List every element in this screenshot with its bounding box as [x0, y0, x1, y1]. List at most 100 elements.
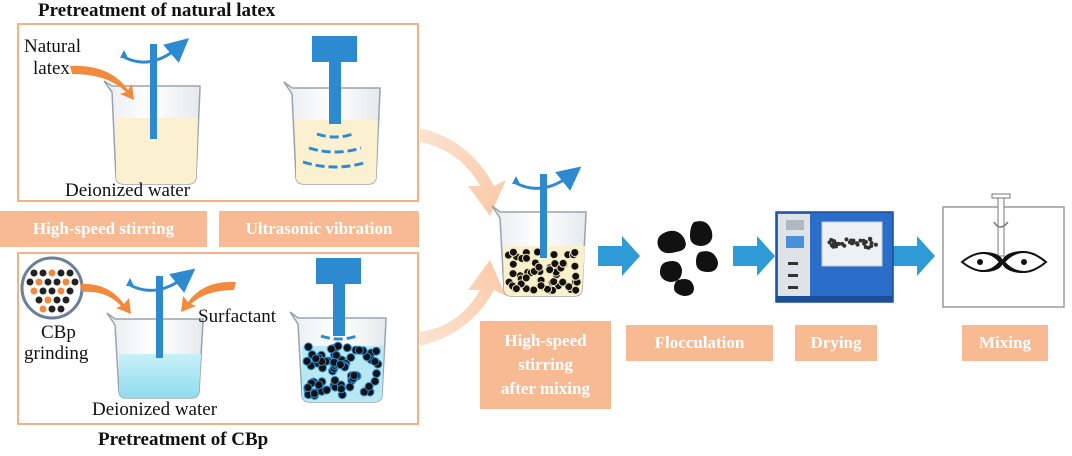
stir-rod [150, 44, 157, 139]
cbp-pretreatment-panel [17, 252, 419, 425]
particle [303, 342, 313, 352]
particle [34, 295, 44, 305]
particle [511, 284, 521, 294]
particle [47, 286, 57, 296]
pour-arrow-right-icon [181, 281, 236, 312]
beaker-mixing [491, 166, 587, 297]
merge-arrow-bottom-icon [420, 260, 506, 346]
particle [56, 268, 66, 278]
particle [335, 360, 345, 370]
particle [549, 250, 559, 260]
particle [571, 271, 581, 281]
particle [832, 240, 837, 245]
stir-rod [156, 276, 163, 358]
latex-pretreatment-panel [17, 23, 419, 202]
particle [303, 383, 313, 393]
rotation-arrow-icon [127, 268, 196, 293]
deionized-water-label-bottom: Deionized water [92, 399, 218, 420]
particle [29, 268, 39, 278]
particle [831, 244, 836, 249]
particle [558, 258, 568, 268]
natural-latex-label-line1: Natural [24, 36, 81, 57]
particle [47, 268, 57, 278]
beaker-ultrasonic [283, 36, 381, 185]
mix-step-line2: stirring [518, 355, 573, 374]
particle [52, 295, 62, 305]
particle [336, 384, 346, 394]
particle [43, 295, 53, 305]
mix-step-line3: after mixing [501, 379, 590, 398]
pour-arrow-left-icon [80, 283, 131, 314]
step-high-speed-stirring: High-speed stirring [0, 211, 207, 247]
particle [570, 261, 580, 271]
particle [844, 237, 849, 242]
particle [536, 281, 546, 291]
particle [34, 277, 44, 287]
particle [302, 356, 312, 366]
particle [56, 286, 66, 296]
particle [863, 240, 868, 244]
stir-rod [540, 174, 547, 258]
particle [65, 268, 75, 278]
particle [570, 248, 580, 257]
particle [65, 286, 75, 296]
particle [842, 243, 847, 248]
process-arrows [598, 236, 935, 276]
step-flocculation: Flocculation [626, 325, 773, 361]
particle [558, 277, 568, 287]
particle [869, 241, 874, 246]
cbp-grinding-label-line1: CBp [41, 322, 76, 343]
particle [38, 304, 48, 314]
particle [508, 269, 518, 279]
merge-arrow-top-icon [420, 128, 506, 216]
particle [522, 253, 531, 263]
particle [364, 382, 374, 391]
particle [52, 277, 62, 287]
particle [309, 389, 319, 398]
rotation-arrow-icon [121, 38, 190, 64]
particle [61, 277, 71, 287]
step-ultrasonic-vibration: Ultrasonic vibration [219, 211, 419, 247]
particle [371, 346, 381, 356]
particle [70, 277, 80, 287]
step-drying: Drying [795, 325, 877, 361]
particle [855, 241, 859, 246]
ultrasonic-head [312, 36, 357, 62]
particle [508, 247, 518, 257]
rotation-arrow-icon [513, 166, 582, 191]
particle [847, 240, 852, 245]
particle [545, 265, 555, 275]
drying-oven-icon [775, 211, 894, 303]
particle [564, 282, 574, 292]
particle [43, 277, 53, 287]
particle [29, 286, 39, 296]
particle [61, 295, 71, 305]
particle [314, 380, 324, 390]
particle [330, 375, 340, 385]
arrow-right-icon [893, 236, 935, 276]
ultrasonic-probe [329, 62, 341, 124]
deionized-water-label-top: Deionized water [65, 180, 191, 201]
particle [868, 237, 873, 242]
particle [342, 343, 352, 353]
surfactant-label: Surfactant [198, 306, 277, 327]
step-high-speed-stirring-after-mixing: High-speed stirring after mixing [480, 321, 611, 409]
particle [863, 245, 868, 250]
particle [836, 241, 841, 246]
particle [354, 345, 364, 355]
particle [38, 286, 48, 296]
particle [370, 357, 380, 366]
mix-step-line1: High-speed [504, 331, 587, 350]
particle [47, 304, 57, 314]
particle [370, 376, 380, 386]
particle [549, 277, 559, 287]
step-mixing: Mixing [962, 325, 1048, 361]
beaker-cbp-ultrasonic [289, 258, 387, 403]
particle [858, 238, 863, 243]
beaker-cbp-stirring [106, 268, 236, 399]
latex-panel-title: Pretreatment of natural latex [38, 0, 276, 21]
particle [372, 369, 381, 378]
particle [529, 285, 539, 295]
particle [326, 344, 336, 354]
